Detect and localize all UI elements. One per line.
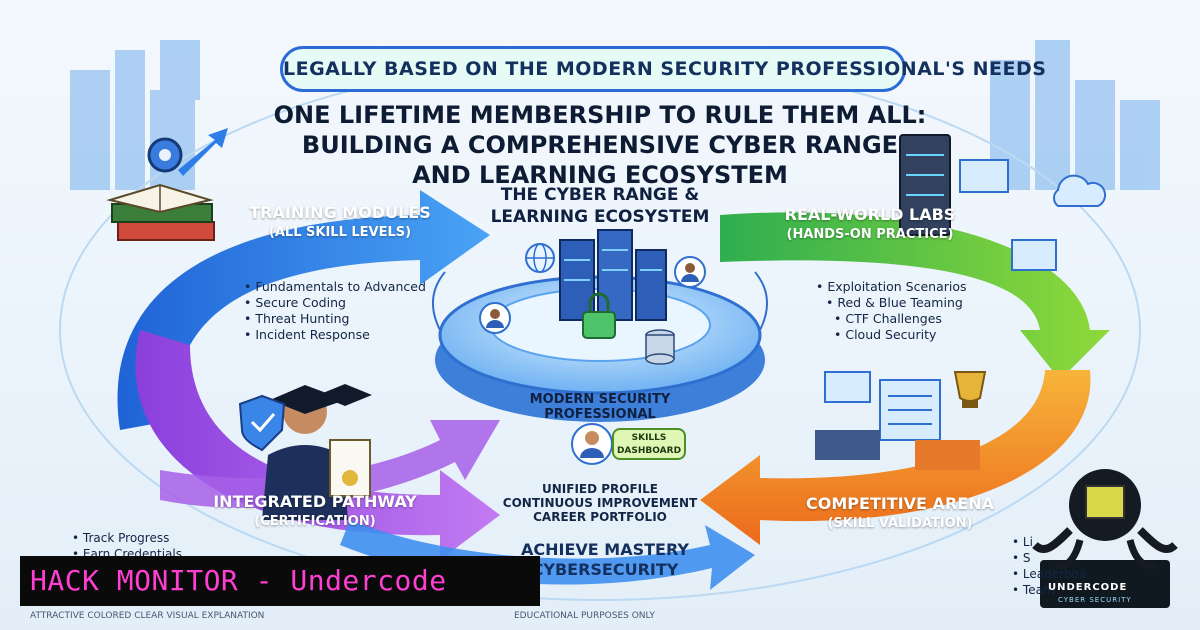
core-label: MODERN SECURITY PROFESSIONAL [520,392,680,422]
logo-name: UNDERCODE [1048,582,1128,593]
arena-title: COMPETITIVE ARENA (SKILL VALIDATION) [800,494,1000,534]
footer-middle: EDUCATIONAL PURPOSES ONLY [514,611,655,621]
training-title-text: TRAINING MODULES [249,203,431,222]
labs-item: • Exploitation Scenarios [816,279,967,294]
unified-item: CAREER PORTFOLIO [533,510,667,524]
labs-title: REAL-WORLD LABS (HANDS-ON PRACTICE) [770,205,970,245]
flow-arrow-right [754,271,768,331]
headline-line-3: AND LEARNING ECOSYSTEM [412,161,788,189]
flow-arrow-left [432,271,446,331]
pathway-item: • Track Progress [72,531,170,545]
headline: ONE LIFETIME MEMBERSHIP TO RULE THEM ALL… [250,100,950,190]
arena-item: • Li [1012,535,1033,549]
mastery-line-2: CYBERSECURITY [531,560,679,579]
graduate-figure [262,385,371,520]
pathway-arrow [135,330,501,560]
training-item: • Incident Response [244,327,370,342]
labs-list: • Exploitation Scenarios • Red & Blue Te… [816,279,967,343]
graduation-cap-icon [318,384,372,406]
arena-title-text: COMPETITIVE ARENA [806,494,994,513]
labs-item: • Cloud Security [834,327,937,342]
training-subtitle: (ALL SKILL LEVELS) [268,225,412,240]
hub-title-line-2: LEARNING ECOSYSTEM [490,207,710,227]
globe-icon [525,243,555,273]
training-arrow [117,190,490,430]
professional-avatar [571,423,613,465]
pathway-title-text: INTEGRATED PATHWAY [213,492,417,511]
hub-title: THE CYBER RANGE & LEARNING ECOSYSTEM [470,184,730,228]
labs-subtitle: (HANDS-ON PRACTICE) [786,227,954,242]
skills-line-1: SKILLS [631,433,667,443]
labs-item: • Red & Blue Teaming [826,295,963,310]
core-line-2: PROFESSIONAL [544,407,656,422]
arena-arrow [700,370,1091,545]
gear-icon [147,137,183,173]
labs-item: • CTF Challenges [834,311,942,326]
mastery-line-1: ACHIEVE MASTERY [521,540,689,559]
trophy-icon [953,371,987,408]
growth-arrow-icon [178,128,228,176]
footer-left: ATTRACTIVE COLORED CLEAR VISUAL EXPLANAT… [30,611,265,621]
headline-line-2: BUILDING A COMPREHENSIVE CYBER RANGE [301,131,899,159]
leaderboard-icon [879,379,941,441]
avatar-left [479,302,511,334]
book-stack-icon [106,183,215,241]
training-title: TRAINING MODULES (ALL SKILL LEVELS) [240,203,440,243]
skills-dashboard-badge: SKILLS DASHBOARD [612,428,686,460]
unified-item: UNIFIED PROFILE [542,482,658,496]
training-item: • Secure Coding [244,295,346,310]
city-skyline-left [70,40,200,190]
arena-subtitle: (SKILL VALIDATION) [827,516,973,531]
arena-item: • S [1012,551,1031,565]
training-item: • Threat Hunting [244,311,350,326]
labs-title-text: REAL-WORLD LABS [784,205,956,224]
arena-item: • Leaderboa [1012,567,1087,581]
team-desks [815,371,980,470]
mastery-label: ACHIEVE MASTERY CYBERSECURITY [500,540,710,580]
logo-tagline: CYBER SECURITY [1058,596,1132,604]
hack-monitor-overlay: HACK MONITOR - Undercode [20,556,540,606]
training-list: • Fundamentals to Advanced • Secure Codi… [244,279,426,343]
pathway-subtitle: (CERTIFICATION) [254,514,376,529]
server-rack-icon [559,229,667,321]
arena-list: • Li • S • Leaderboa • Team [1012,534,1086,598]
headline-line-1: ONE LIFETIME MEMBERSHIP TO RULE THEM ALL… [273,101,927,129]
unified-item: CONTINUOUS IMPROVEMENT [502,496,698,510]
training-item: • Fundamentals to Advanced [244,279,426,294]
avatar-right [674,256,706,288]
hub-title-line-1: THE CYBER RANGE & [500,185,700,205]
pathway-title: INTEGRATED PATHWAY (CERTIFICATION) [200,492,430,532]
top-banner: LEGALLY BASED ON THE MODERN SECURITY PRO… [280,46,1046,92]
skills-line-2: DASHBOARD [616,446,682,456]
octopus-logo-icon [1032,469,1178,608]
padlock-icon [582,292,616,339]
arena-item: • Team [1012,583,1055,597]
unified-profile-list: UNIFIED PROFILE CONTINUOUS IMPROVEMENT C… [500,482,700,524]
core-line-1: MODERN SECURITY [529,392,671,407]
shield-check-icon [238,394,286,452]
database-icon [645,329,675,365]
cloud-vpn-icon [1053,174,1107,207]
server-tower-icon [899,134,1057,271]
pathway-to-hub-arrow [160,420,500,508]
